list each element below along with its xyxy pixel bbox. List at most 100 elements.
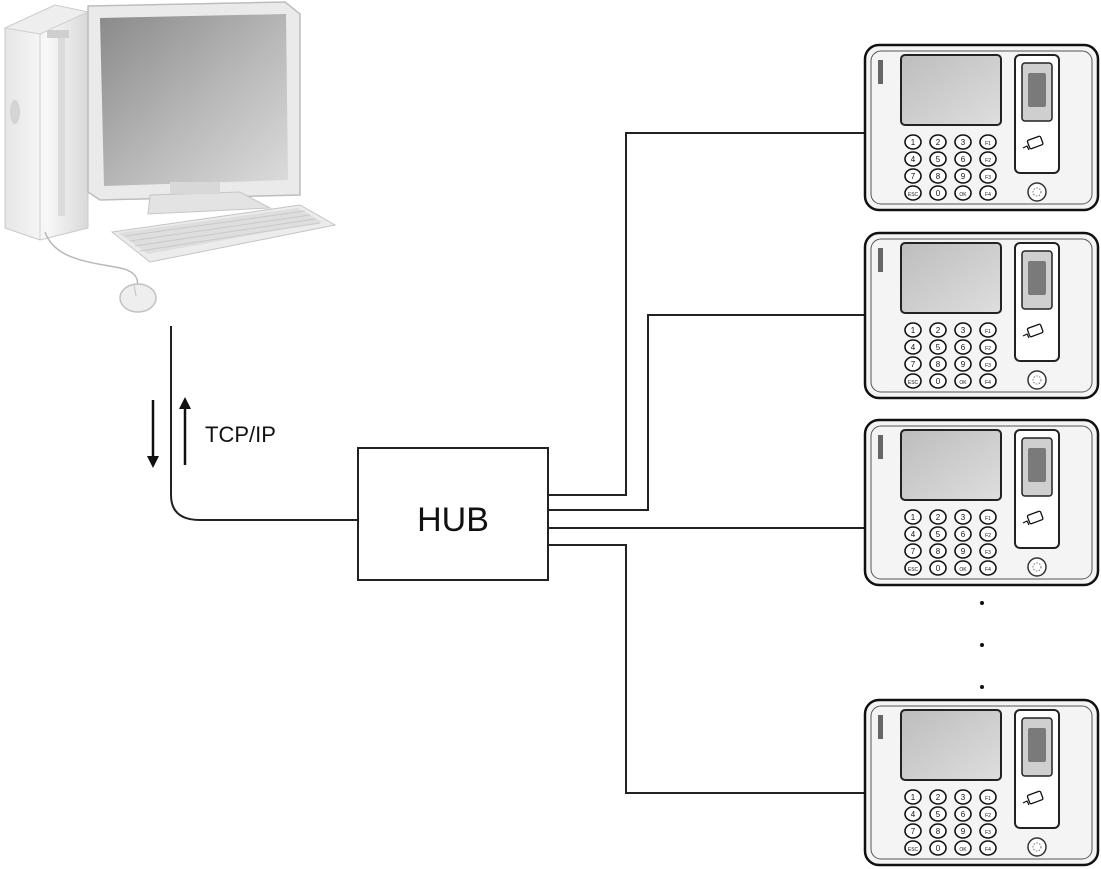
keypad-key-label: 5 xyxy=(936,155,941,164)
keypad-key-label: 2 xyxy=(936,793,941,802)
keypad-key xyxy=(929,373,947,389)
keypad-key xyxy=(904,509,922,525)
keypad-key-label: 8 xyxy=(936,172,941,181)
device-screen xyxy=(900,709,1002,781)
keypad-key-label: F4 xyxy=(985,380,991,386)
keypad-key-label: F2 xyxy=(985,158,991,164)
speaker-icon xyxy=(1027,557,1047,577)
keypad-key-label: F2 xyxy=(985,533,991,539)
brand-logo-icon xyxy=(878,248,883,272)
keypad-key xyxy=(929,134,947,150)
keypad-key xyxy=(954,526,972,542)
keypad-key-label: 8 xyxy=(936,827,941,836)
keypad-key xyxy=(904,840,922,856)
keypad-key xyxy=(954,185,972,201)
keypad-key xyxy=(954,823,972,839)
speaker-icon xyxy=(1027,370,1047,390)
keypad-key xyxy=(954,789,972,805)
keypad-key-label: 0 xyxy=(936,189,941,198)
keypad-key xyxy=(979,806,997,822)
keypad-key xyxy=(904,823,922,839)
device-screen xyxy=(900,429,1002,501)
keypad-key xyxy=(929,806,947,822)
keypad-key-label: 1 xyxy=(911,513,916,522)
keypad-key xyxy=(904,543,922,559)
keypad-key xyxy=(904,168,922,184)
keypad-key xyxy=(929,543,947,559)
keypad-key xyxy=(929,151,947,167)
computer-mouse xyxy=(44,231,157,313)
card-reader-icon xyxy=(1022,790,1044,806)
keypad-key xyxy=(929,509,947,525)
keypad-key-label: F1 xyxy=(985,141,991,147)
keypad-key xyxy=(979,789,997,805)
hub-device-2-cable xyxy=(548,314,866,511)
keypad-key xyxy=(979,134,997,150)
keypad-key-label: 8 xyxy=(936,360,941,369)
device-bezel xyxy=(870,238,1093,393)
keypad-key xyxy=(929,526,947,542)
keypad-key xyxy=(904,339,922,355)
keypad-key xyxy=(954,151,972,167)
keypad-key xyxy=(929,823,947,839)
keypad-key-label: 6 xyxy=(961,155,966,164)
keypad-key xyxy=(929,560,947,576)
keypad-key-label: 9 xyxy=(961,827,966,836)
keypad-key xyxy=(929,322,947,338)
up-arrow-icon xyxy=(179,397,191,465)
keypad-key-label: 6 xyxy=(961,810,966,819)
device-screen xyxy=(900,242,1002,314)
keypad-key-label: 1 xyxy=(911,793,916,802)
keypad-key xyxy=(954,356,972,372)
fingerprint-sensor-icon xyxy=(1014,242,1060,362)
keypad-key-label: ESC xyxy=(908,380,919,386)
keypad-key xyxy=(904,185,922,201)
keypad-key-label: 7 xyxy=(911,547,916,556)
keypad-key-label: 7 xyxy=(911,360,916,369)
device-bezel xyxy=(870,50,1093,205)
keypad-key-label: F3 xyxy=(985,830,991,836)
keypad-key-label: 8 xyxy=(936,547,941,556)
keypad-key-label: ESC xyxy=(908,567,919,573)
keypad-key-label: 9 xyxy=(961,360,966,369)
hub-device-4-cable xyxy=(548,544,866,794)
keypad-key xyxy=(929,789,947,805)
keypad-key-label: 0 xyxy=(936,844,941,853)
keypad-key-label: ESC xyxy=(908,192,919,198)
device-bezel xyxy=(870,705,1093,860)
keypad-key xyxy=(954,134,972,150)
keypad-key xyxy=(954,168,972,184)
desktop-computer-icon xyxy=(3,1,337,313)
keypad-key-label: 0 xyxy=(936,377,941,386)
keypad-key xyxy=(954,840,972,856)
computer-keyboard xyxy=(110,204,337,263)
keypad-key xyxy=(904,560,922,576)
keypad-key-label: 6 xyxy=(961,343,966,352)
keypad-key-label: F2 xyxy=(985,346,991,352)
keypad-key xyxy=(979,322,997,338)
keypad-key-label: 9 xyxy=(961,547,966,556)
keypad-key-label: 5 xyxy=(936,530,941,539)
keypad-key-label: F4 xyxy=(985,567,991,573)
down-arrow-icon xyxy=(147,400,159,468)
keypad-key xyxy=(954,560,972,576)
keypad-key-label: 2 xyxy=(936,513,941,522)
keypad-key xyxy=(979,840,997,856)
keypad-key xyxy=(954,509,972,525)
hub-box: HUB xyxy=(357,447,549,581)
keypad-key-label: F4 xyxy=(985,847,991,853)
computer-hub-cable xyxy=(170,326,358,521)
keypad-key xyxy=(979,560,997,576)
keypad-key xyxy=(904,356,922,372)
keypad-key-label: F4 xyxy=(985,192,991,198)
keypad-key-label: OK xyxy=(959,380,967,386)
computer-monitor xyxy=(87,1,301,215)
keypad-key-label: 7 xyxy=(911,827,916,836)
card-reader-icon xyxy=(1022,510,1044,526)
brand-logo-icon xyxy=(878,715,883,739)
